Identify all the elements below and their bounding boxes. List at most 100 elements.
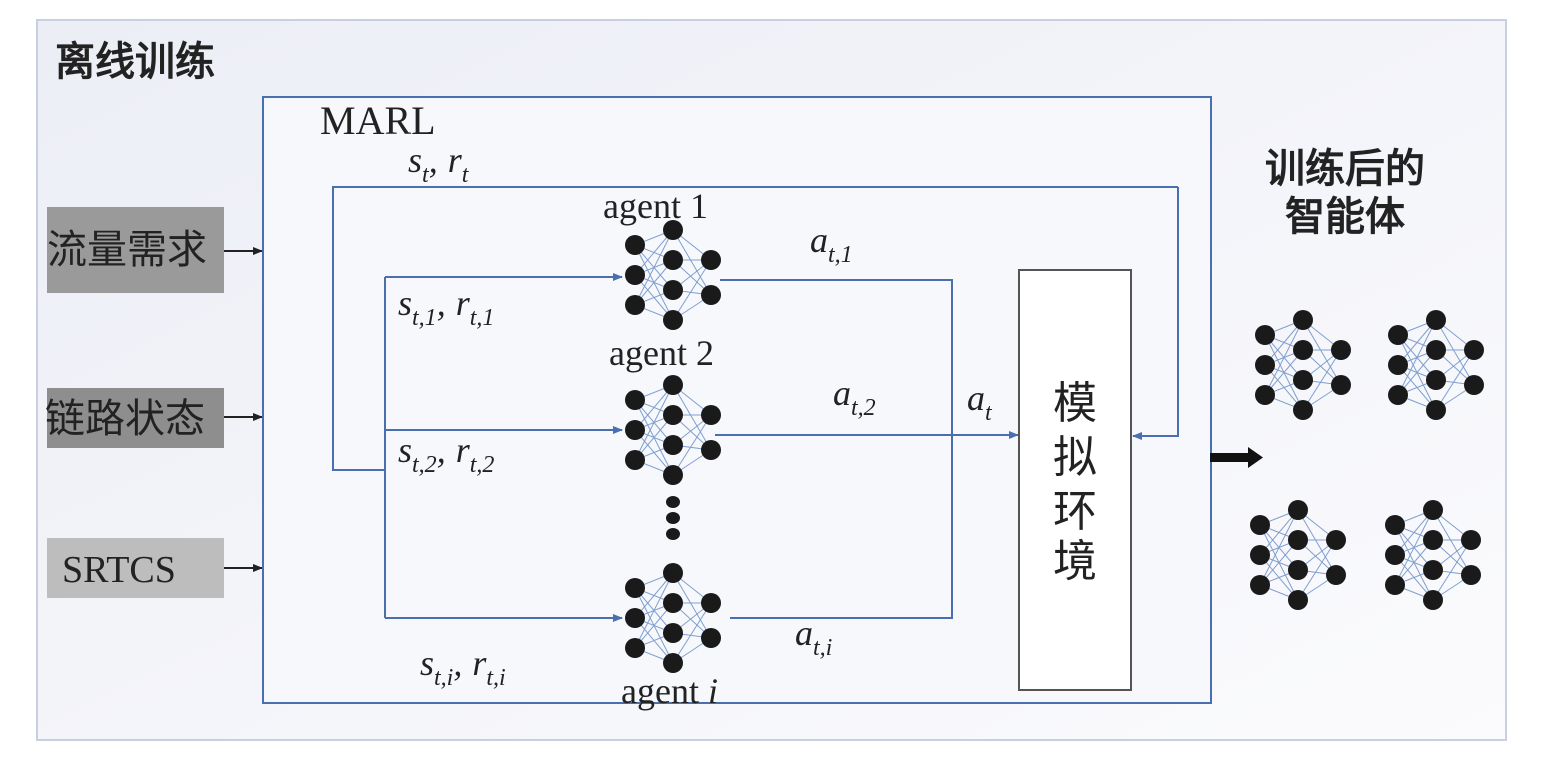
network-node bbox=[625, 638, 645, 658]
network-node bbox=[663, 375, 683, 395]
network-node bbox=[625, 235, 645, 255]
network-node bbox=[1331, 375, 1351, 395]
svg-text:拟: 拟 bbox=[1053, 432, 1097, 483]
network-node bbox=[1326, 530, 1346, 550]
input-traffic-demand: 流量需求 bbox=[47, 207, 263, 293]
network-node bbox=[1293, 400, 1313, 420]
network-edge bbox=[672, 572, 712, 639]
marl-label: MARL bbox=[320, 98, 436, 143]
network-node bbox=[1388, 325, 1408, 345]
network-node bbox=[701, 440, 721, 460]
network-node bbox=[1426, 310, 1446, 330]
network-node bbox=[663, 310, 683, 330]
svg-text:SRTCS: SRTCS bbox=[62, 549, 176, 591]
network-edge bbox=[1397, 319, 1437, 396]
network-node bbox=[625, 295, 645, 315]
network-edge bbox=[672, 229, 712, 296]
network-edge bbox=[634, 384, 674, 461]
agent-1-action: at,1 bbox=[810, 220, 853, 268]
network-node bbox=[701, 628, 721, 648]
agent-i-network-icon bbox=[625, 563, 721, 673]
agent-i-state-reward: st,i,rt,i bbox=[420, 643, 506, 691]
trained-agent-network-icon bbox=[1385, 500, 1481, 610]
network-node bbox=[1388, 355, 1408, 375]
network-node bbox=[1331, 340, 1351, 360]
network-node bbox=[1426, 340, 1446, 360]
network-node bbox=[663, 280, 683, 300]
network-node bbox=[663, 653, 683, 673]
simulation-environment-box bbox=[1018, 269, 1132, 691]
signal-lines bbox=[332, 186, 1179, 622]
svg-text:模: 模 bbox=[1053, 378, 1097, 429]
network-edge bbox=[1435, 319, 1475, 386]
agent-2-state-reward: st,2,rt,2 bbox=[398, 430, 494, 478]
network-node bbox=[701, 405, 721, 425]
agent-i-action: at,i bbox=[795, 613, 832, 661]
output-arrow-icon bbox=[1210, 447, 1263, 468]
network-node bbox=[1293, 310, 1313, 330]
network-node bbox=[625, 265, 645, 285]
svg-text:流量需求: 流量需求 bbox=[47, 227, 207, 273]
trained-agents-label-line1: 训练后的 bbox=[1265, 146, 1425, 192]
network-node bbox=[663, 465, 683, 485]
trained-agent-network-icon bbox=[1255, 310, 1351, 420]
network-node bbox=[1464, 375, 1484, 395]
more-agents-ellipsis bbox=[666, 496, 680, 540]
network-node bbox=[625, 420, 645, 440]
global-state-reward-label: st,rt bbox=[408, 140, 470, 188]
network-node bbox=[625, 608, 645, 628]
trained-agent-network-icon bbox=[1388, 310, 1484, 420]
network-node bbox=[1288, 590, 1308, 610]
network-edge bbox=[1435, 349, 1475, 411]
network-node bbox=[1250, 545, 1270, 565]
agent-1-state-reward: st,1,rt,1 bbox=[398, 283, 494, 331]
network-node bbox=[1423, 500, 1443, 520]
simulation-environment-label: 模 拟 环 境 bbox=[1053, 378, 1097, 587]
network-node bbox=[1255, 355, 1275, 375]
network-node bbox=[1385, 515, 1405, 535]
agent-2-label: agent 2 bbox=[609, 333, 714, 373]
input-srtcs: SRTCS bbox=[47, 538, 263, 598]
network-edge bbox=[1394, 509, 1434, 586]
network-edge bbox=[1259, 509, 1299, 586]
network-node bbox=[1426, 400, 1446, 420]
agent-2-action: at,2 bbox=[833, 373, 876, 421]
network-edge bbox=[672, 414, 712, 476]
network-edge bbox=[672, 602, 712, 664]
network-node bbox=[663, 220, 683, 240]
network-node bbox=[1423, 560, 1443, 580]
network-node bbox=[1255, 325, 1275, 345]
network-edge bbox=[1302, 349, 1342, 411]
network-node bbox=[1385, 575, 1405, 595]
panel-title: 离线训练 bbox=[55, 39, 215, 85]
network-node bbox=[625, 578, 645, 598]
network-node bbox=[1288, 530, 1308, 550]
network-node bbox=[1461, 565, 1481, 585]
network-edge bbox=[1302, 319, 1342, 386]
input-link-state: 链路状态 bbox=[45, 388, 263, 448]
trained-agents-label-line2: 智能体 bbox=[1285, 194, 1405, 240]
agent-1-label: agent 1 bbox=[603, 186, 708, 226]
network-node bbox=[1388, 385, 1408, 405]
network-node bbox=[1288, 560, 1308, 580]
network-edge bbox=[672, 384, 712, 451]
network-node bbox=[1464, 340, 1484, 360]
network-node bbox=[1250, 515, 1270, 535]
network-node bbox=[701, 285, 721, 305]
svg-text:境: 境 bbox=[1053, 536, 1097, 587]
network-edge bbox=[672, 259, 712, 321]
network-edge bbox=[1432, 539, 1472, 601]
network-node bbox=[1461, 530, 1481, 550]
svg-text:链路状态: 链路状态 bbox=[45, 396, 205, 442]
trained-agent-network-icon bbox=[1250, 500, 1346, 610]
network-node bbox=[1423, 530, 1443, 550]
network-node bbox=[1288, 500, 1308, 520]
network-edge bbox=[634, 572, 674, 649]
network-node bbox=[1326, 565, 1346, 585]
network-edge bbox=[1297, 509, 1337, 576]
network-edge bbox=[1432, 509, 1472, 576]
network-edge bbox=[1297, 539, 1337, 601]
svg-text:环: 环 bbox=[1053, 486, 1097, 537]
network-edge bbox=[634, 229, 674, 306]
